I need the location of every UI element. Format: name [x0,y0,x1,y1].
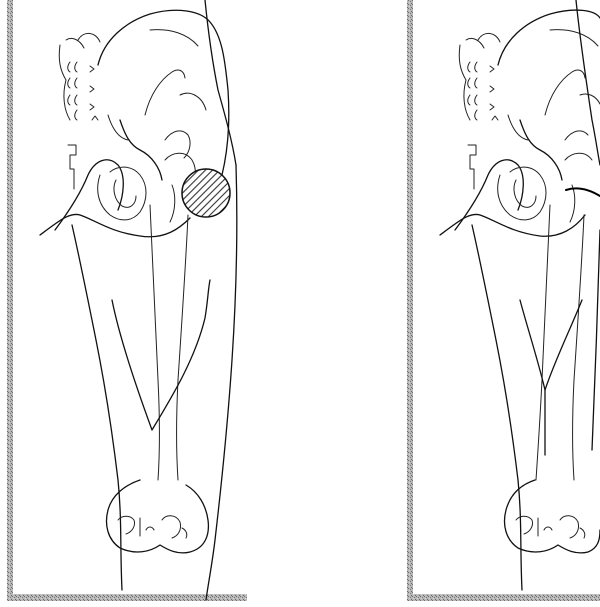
left-thigh-outline-lateral [206,165,237,600]
right-femur [472,205,600,590]
right-frame-vertical [407,0,413,600]
right-pelvis [440,0,600,236]
left-frame-vertical [7,0,13,600]
right-iliac-crest [498,10,600,65]
left-v-incision [112,280,210,430]
left-frame-bottom [7,594,247,601]
left-panel [7,0,247,601]
right-thigh-outline-lateral [592,230,600,450]
right-frame-bottom [407,594,600,601]
hatched-circle-marker [182,169,230,217]
left-thigh-outline-medial [72,225,122,590]
left-femur [72,165,237,600]
right-thigh-outline-medial [472,225,522,590]
right-y-incision-arms [520,300,582,390]
bold-line-marker [566,188,600,196]
right-panel [407,0,600,601]
